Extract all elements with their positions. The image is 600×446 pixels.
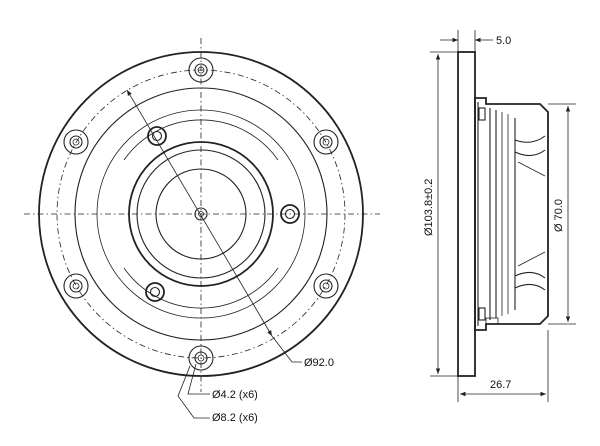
hole-small-leader xyxy=(187,363,210,395)
body-outline xyxy=(474,97,549,331)
pitch-diameter-line xyxy=(126,89,273,337)
upper-arc xyxy=(123,119,279,161)
side-view: 5.0 Ø103.8±0.2 Ø 70.0 26.7 xyxy=(423,30,576,402)
mounting-hole xyxy=(188,57,214,83)
inner-flange-ring xyxy=(74,87,328,341)
pitch-diameter-leader xyxy=(271,335,302,363)
mounting-hole xyxy=(63,129,89,155)
mounting-hole xyxy=(63,273,89,299)
depth-label: 26.7 xyxy=(490,379,511,391)
mounting-hole xyxy=(313,273,339,299)
front-view: Ø92.0 Ø4.2 (x6) Ø8.2 (x6) xyxy=(24,38,380,424)
flange-thickness-label: 5.0 xyxy=(496,35,511,47)
hole-large-label: Ø8.2 (x6) xyxy=(212,412,258,424)
outer-flange-edge xyxy=(38,51,364,377)
inner-screw xyxy=(280,204,300,224)
pitch-diameter-label: Ø92.0 xyxy=(304,357,334,369)
flange-plate xyxy=(457,51,476,377)
hole-large-leader xyxy=(177,365,210,419)
mounting-hole xyxy=(313,129,339,155)
body-diameter-label: Ø 70.0 xyxy=(553,199,565,232)
mounting-hole xyxy=(188,345,214,371)
outer-diameter-label: Ø103.8±0.2 xyxy=(423,179,435,236)
hole-small-label: Ø4.2 (x6) xyxy=(212,389,258,401)
pitch-circle xyxy=(56,69,346,359)
